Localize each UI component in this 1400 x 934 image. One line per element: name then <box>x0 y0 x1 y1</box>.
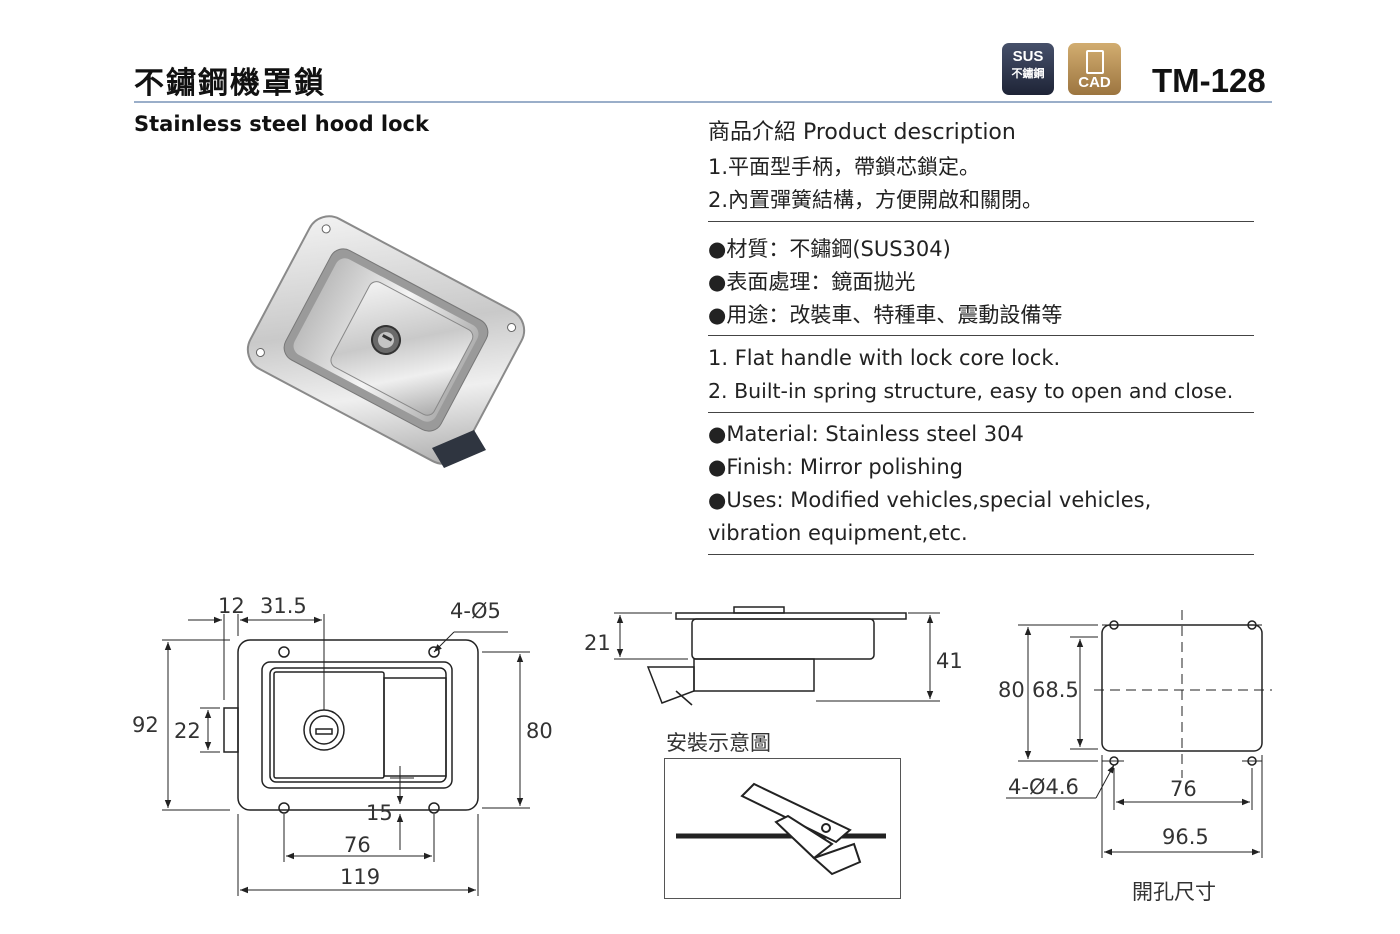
divider <box>708 335 1254 336</box>
install-caption: 安裝示意圖 <box>666 731 771 755</box>
page-title: 不鏽鋼機罩鎖 <box>134 66 326 101</box>
en-spec-finish: ●Finish: Mirror polishing <box>708 455 963 479</box>
dim-68-5: 68.5 <box>1032 678 1079 702</box>
sus-badge-icon: SUS 不鏽鋼 <box>1002 43 1054 95</box>
zh-point-2: 2.內置彈簧結構，方便開啟和關閉。 <box>708 188 1044 212</box>
dim-31-5: 31.5 <box>260 594 307 618</box>
sus-badge-sublabel: 不鏽鋼 <box>1011 67 1045 80</box>
dim-96-5: 96.5 <box>1162 825 1209 849</box>
dim-12: 12 <box>218 594 245 618</box>
product-photo <box>246 215 526 468</box>
dim-22: 22 <box>174 719 201 743</box>
front-view-drawing: 12 31.5 4-Ø5 92 22 80 15 76 119 <box>132 594 553 896</box>
divider <box>708 554 1254 555</box>
dim-41: 41 <box>936 649 963 673</box>
cutout-caption: 開孔尺寸 <box>1132 880 1216 904</box>
dim-92: 92 <box>132 713 159 737</box>
model-number: TM-128 <box>1152 62 1266 99</box>
divider <box>708 221 1254 222</box>
dim-15: 15 <box>366 801 393 825</box>
dim-holes: 4-Ø5 <box>450 599 501 623</box>
cad-badge-icon[interactable]: CAD <box>1068 43 1121 95</box>
header-divider <box>134 101 1272 103</box>
dim-21: 21 <box>584 631 611 655</box>
document-icon <box>1086 50 1104 74</box>
dim-holes: 4-Ø4.6 <box>1008 775 1079 799</box>
zh-spec-material: ●材質：不鏽鋼(SUS304) <box>708 237 951 261</box>
side-view-drawing: 21 41 <box>584 606 963 706</box>
cad-badge-label: CAD <box>1078 74 1111 91</box>
divider <box>708 412 1254 413</box>
zh-point-1: 1.平面型手柄，帶鎖芯鎖定。 <box>708 155 981 179</box>
en-spec-uses-cont: vibration equipment,etc. <box>708 521 968 545</box>
install-diagram <box>664 758 901 899</box>
description-heading: 商品介紹 Product description <box>708 120 1016 145</box>
sus-badge-label: SUS <box>1012 48 1044 65</box>
dim-80: 80 <box>526 719 553 743</box>
en-spec-uses: ●Uses: Modified vehicles,special vehicle… <box>708 488 1152 512</box>
cutout-drawing: 80 68.5 4-Ø4.6 76 96.5 <box>998 610 1272 858</box>
en-spec-material: ●Material: Stainless steel 304 <box>708 422 1024 446</box>
en-point-1: 1. Flat handle with lock core lock. <box>708 346 1061 370</box>
dim-119: 119 <box>340 865 380 889</box>
dim-80: 80 <box>998 678 1025 702</box>
page-subtitle: Stainless steel hood lock <box>134 112 429 136</box>
dim-76: 76 <box>344 833 371 857</box>
en-point-2: 2. Built-in spring structure, easy to op… <box>708 379 1234 403</box>
zh-spec-uses: ●用途：改裝車、特種車、震動設備等 <box>708 303 1063 327</box>
dim-76: 76 <box>1170 777 1197 801</box>
zh-spec-finish: ●表面處理：鏡面拋光 <box>708 270 916 294</box>
